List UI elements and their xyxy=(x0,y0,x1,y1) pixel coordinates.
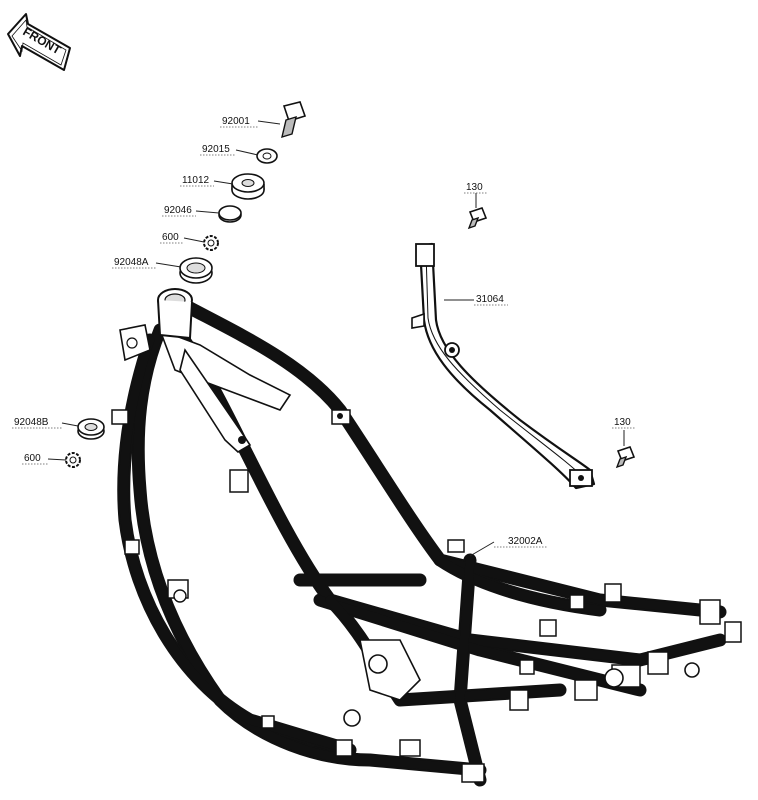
callout-label: 11012 xyxy=(182,175,210,186)
callout-label: 600 xyxy=(24,453,41,464)
callout-leaders xyxy=(12,120,636,557)
callout-labels: 92001 92015 11012 92046 600 92048A 130 3… xyxy=(14,116,631,547)
callout-label: 92046 xyxy=(164,205,192,216)
front-direction-arrow: FRONT xyxy=(7,13,71,71)
callout-label: 130 xyxy=(614,417,631,428)
bolt-130-upper xyxy=(467,207,488,230)
bolt-130-right xyxy=(615,446,636,469)
removable-down-tube-31064 xyxy=(411,242,596,490)
callout-label: 92048B xyxy=(14,417,49,428)
bearing-race-92048b xyxy=(77,418,105,440)
callout-label: 31064 xyxy=(476,294,504,305)
steering-stem-head-11012 xyxy=(231,173,265,200)
bearing-race-92048a xyxy=(179,257,213,284)
washer-92015 xyxy=(256,148,278,164)
callout-label: 92048A xyxy=(114,257,149,268)
callout-label: 130 xyxy=(466,182,483,193)
steering-stem-nut xyxy=(281,101,307,139)
callout-label: 92001 xyxy=(222,116,250,127)
bearing-92046 xyxy=(218,205,242,223)
nut-600-lower xyxy=(65,452,81,468)
callout-label: 32002A xyxy=(508,536,543,547)
main-frame-32002a xyxy=(111,288,742,787)
callout-label: 600 xyxy=(162,232,179,243)
nut-600-upper xyxy=(203,235,219,251)
callout-label: 92015 xyxy=(202,144,230,155)
